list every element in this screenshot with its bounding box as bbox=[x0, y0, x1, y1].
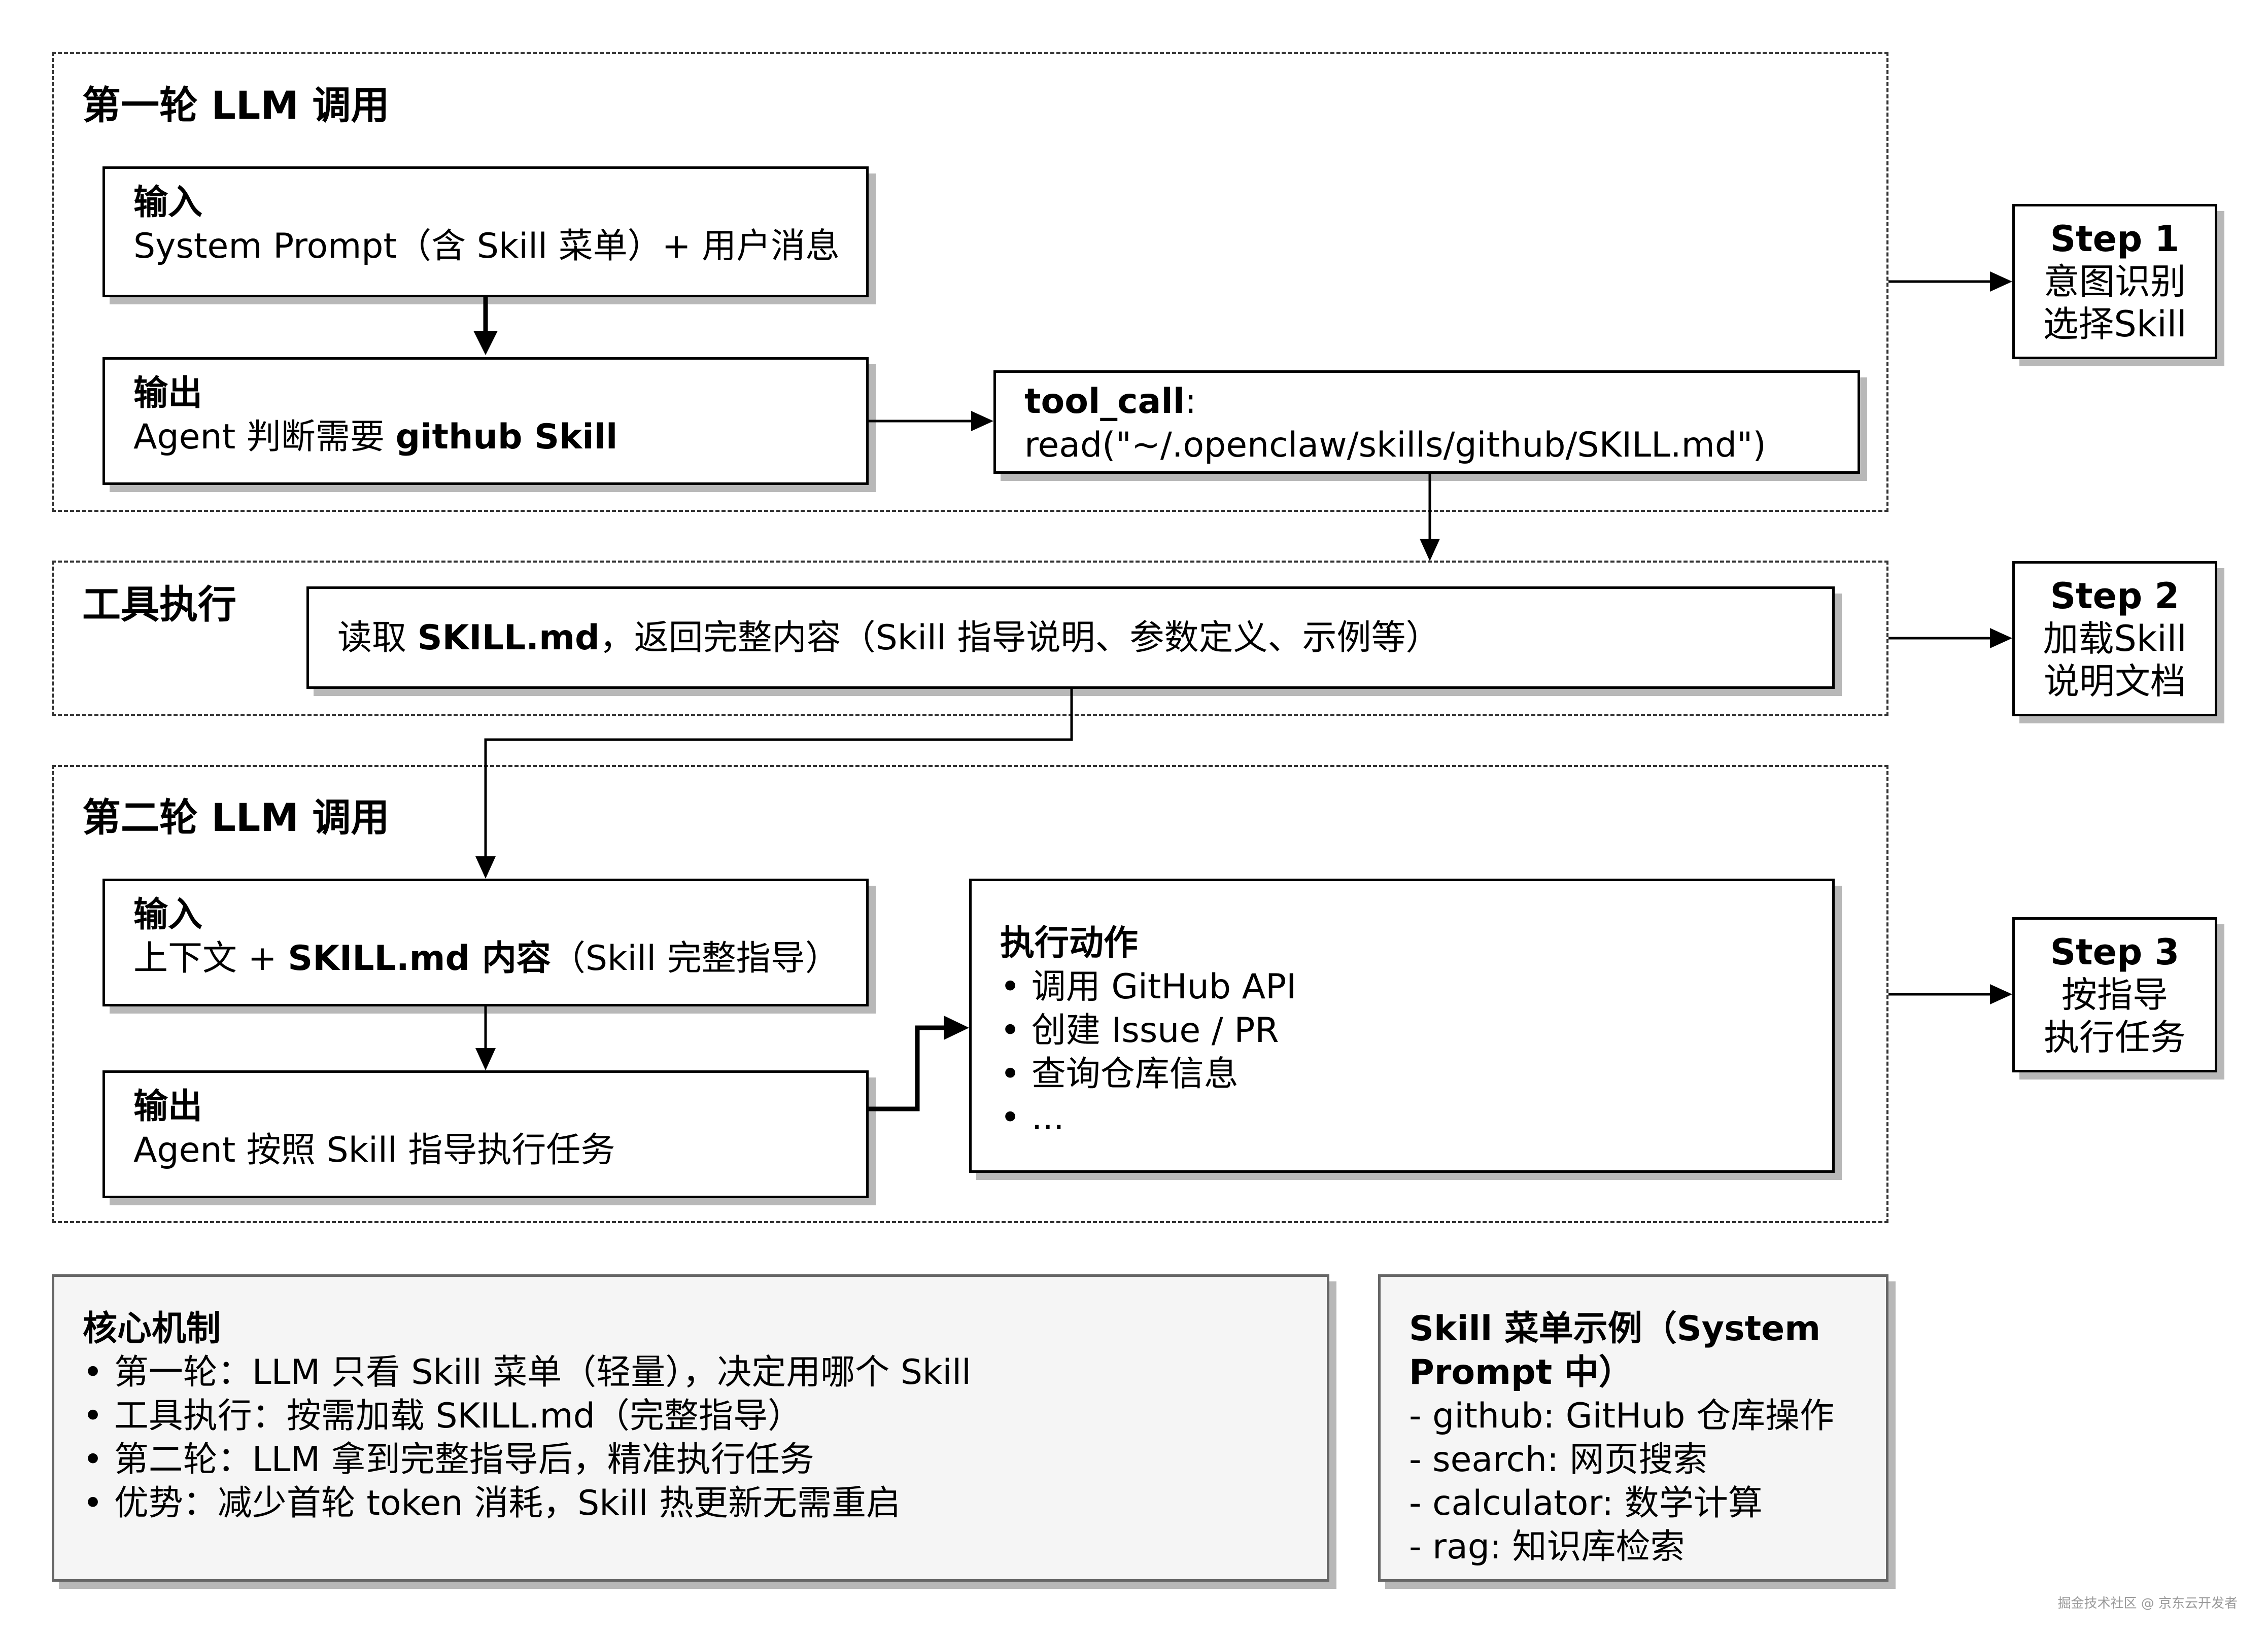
core-mechanism-item: • 第二轮：LLM 拿到完整指导后，精准执行任务 bbox=[83, 1440, 814, 1480]
skill-menu-item: - rag: 知识库检索 bbox=[1409, 1527, 1685, 1567]
round1-group bbox=[52, 52, 1888, 512]
skill-menu-title: Skill 菜单示例（System bbox=[1409, 1309, 1821, 1349]
round2-group-title: 第二轮 LLM 调用 bbox=[82, 795, 390, 840]
action-item: • ... bbox=[1000, 1098, 1064, 1138]
arrowhead bbox=[1420, 539, 1440, 561]
tool-exec-file: SKILL.md bbox=[417, 618, 600, 658]
round1-input-text: System Prompt（含 Skill 菜单）+ 用户消息 bbox=[133, 226, 840, 266]
round2-input-box: 输入 上下文 + SKILL.md 内容（Skill 完整指导） bbox=[102, 879, 869, 1006]
round2-input-pre: 上下文 + bbox=[133, 938, 288, 979]
action-item: • 创建 Issue / PR bbox=[1000, 1011, 1279, 1051]
step-3-box: Step 3 按指导 执行任务 bbox=[2012, 917, 2217, 1072]
step-1-label: Step 1 bbox=[2050, 218, 2180, 260]
tool-call-box: tool_call: read("~/.openclaw/skills/gith… bbox=[993, 370, 1860, 474]
arrowhead bbox=[475, 856, 496, 879]
tool-exec-box: 读取 SKILL.md，返回完整内容（Skill 指导说明、参数定义、示例等） bbox=[306, 586, 1835, 689]
step-2-box: Step 2 加载Skill 说明文档 bbox=[2012, 561, 2217, 716]
step-3-label: Step 3 bbox=[2050, 931, 2180, 973]
arrowhead bbox=[473, 331, 498, 355]
tool-exec-pre: 读取 bbox=[337, 618, 418, 658]
action-title: 执行动作 bbox=[1000, 923, 1139, 963]
round1-output-box: 输出 Agent 判断需要 github Skill bbox=[102, 357, 869, 485]
round2-output-text: Agent 按照 Skill 指导执行任务 bbox=[133, 1130, 615, 1170]
round1-group-title: 第一轮 LLM 调用 bbox=[82, 83, 390, 128]
skill-menu-note: Skill 菜单示例（System Prompt 中） - github: Gi… bbox=[1378, 1274, 1888, 1582]
arrowhead bbox=[1990, 271, 2012, 292]
round1-output-text: Agent 判断需要 bbox=[133, 417, 396, 457]
tool-exec-group bbox=[52, 561, 1888, 716]
step-3-line1: 按指导 bbox=[2061, 974, 2168, 1016]
arrowhead bbox=[944, 1016, 969, 1040]
watermark: 掘金技术社区 @ 京东云开发者 bbox=[2057, 1596, 2238, 1611]
core-mechanism-item: • 第一轮：LLM 只看 Skill 菜单（轻量），决定用哪个 Skill bbox=[83, 1352, 972, 1393]
step-1-line2: 选择Skill bbox=[2043, 303, 2187, 345]
round1-input-box: 输入 System Prompt（含 Skill 菜单）+ 用户消息 bbox=[102, 166, 869, 297]
round2-input-title: 输入 bbox=[133, 895, 203, 935]
tool-call-text: read("~/.openclaw/skills/github/SKILL.md… bbox=[1024, 425, 1766, 465]
arrow-toolexec-to-input2 bbox=[484, 689, 1073, 860]
arrowhead bbox=[1990, 984, 2012, 1004]
core-mechanism-item: • 优势：减少首轮 token 消耗，Skill 热更新无需重启 bbox=[83, 1483, 901, 1523]
round2-group bbox=[52, 765, 1888, 1223]
core-mechanism-note: 核心机制 • 第一轮：LLM 只看 Skill 菜单（轻量），决定用哪个 Ski… bbox=[52, 1274, 1329, 1582]
round1-output-skill: github Skill bbox=[395, 417, 618, 457]
skill-menu-item: - search: 网页搜索 bbox=[1409, 1440, 1708, 1480]
round1-output-title: 输出 bbox=[133, 373, 203, 413]
action-box: 执行动作 • 调用 GitHub API • 创建 Issue / PR • 查… bbox=[969, 879, 1835, 1173]
tool-call-key: tool_call bbox=[1024, 381, 1185, 422]
step-2-line1: 加载Skill bbox=[2043, 618, 2187, 659]
round2-output-title: 输出 bbox=[133, 1087, 203, 1127]
skill-menu-item: - github: GitHub 仓库操作 bbox=[1409, 1396, 1835, 1436]
core-mechanism-title: 核心机制 bbox=[83, 1309, 221, 1349]
tool-exec-group-title: 工具执行 bbox=[82, 582, 236, 627]
skill-menu-title-cont: Prompt 中） bbox=[1409, 1352, 1633, 1393]
step-2-label: Step 2 bbox=[2050, 575, 2180, 617]
arrowhead bbox=[971, 411, 993, 431]
tool-call-colon: : bbox=[1185, 381, 1196, 422]
round2-input-post: （Skill 完整指导） bbox=[551, 938, 840, 979]
round1-input-title: 输入 bbox=[133, 183, 203, 223]
skill-menu-item: - calculator: 数学计算 bbox=[1409, 1483, 1763, 1523]
step-2-line2: 说明文档 bbox=[2044, 660, 2186, 702]
arrowhead bbox=[1990, 628, 2012, 648]
round2-input-bold: SKILL.md 内容 bbox=[288, 938, 551, 979]
step-1-line1: 意图识别 bbox=[2044, 261, 2186, 302]
round2-output-box: 输出 Agent 按照 Skill 指导执行任务 bbox=[102, 1070, 869, 1198]
step-1-box: Step 1 意图识别 选择Skill bbox=[2012, 204, 2217, 359]
core-mechanism-item: • 工具执行：按需加载 SKILL.md（完整指导） bbox=[83, 1396, 802, 1436]
action-item: • 调用 GitHub API bbox=[1000, 967, 1297, 1007]
step-3-line2: 执行任务 bbox=[2044, 1017, 2186, 1058]
arrow-output2-to-action bbox=[869, 1025, 947, 1111]
arrowhead bbox=[475, 1048, 496, 1070]
action-item: • 查询仓库信息 bbox=[1000, 1054, 1239, 1094]
tool-exec-post: ，返回完整内容（Skill 指导说明、参数定义、示例等） bbox=[599, 618, 1440, 658]
